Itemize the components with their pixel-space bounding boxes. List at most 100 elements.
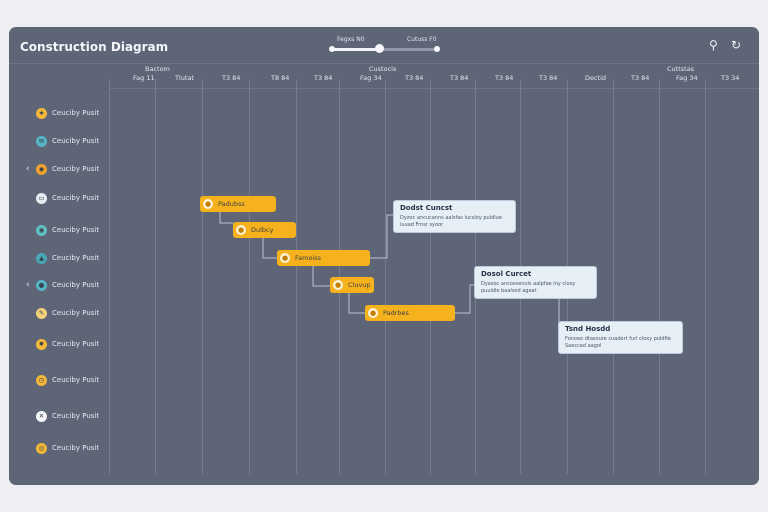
- dependency-link: [262, 238, 277, 259]
- row-label-text: Ceuciby Pusit: [52, 165, 100, 173]
- task-bar-label: Famoiss: [295, 254, 322, 262]
- row-label[interactable]: ✹ Ceuciby Pusit: [9, 338, 109, 354]
- timeline-column-label: T3 34: [721, 74, 740, 82]
- timeline-column-label: Tlutat: [175, 74, 194, 82]
- timeline-column-label: T3 84: [222, 74, 241, 82]
- timeline-column-label: Fag 11: [133, 74, 155, 82]
- gridline: [385, 79, 386, 474]
- row-label-text: Ceuciby Pusit: [52, 412, 100, 420]
- header-divider: [109, 88, 759, 89]
- timeline-column-label: T3 84: [314, 74, 333, 82]
- row-label[interactable]: ◉ Ceuciby Pusit: [9, 224, 109, 240]
- gridline: [202, 79, 203, 474]
- row-label-text: Ceuciby Pusit: [52, 340, 100, 348]
- task-bar[interactable]: ● Cluvup: [330, 277, 374, 293]
- pin-icon[interactable]: ⚲: [709, 38, 718, 52]
- app-window: Construction Diagram Fegxs N0 Cutuss F0 …: [9, 27, 759, 485]
- row-label[interactable]: ‹ ◆ Ceuciby Pusit: [9, 163, 109, 179]
- task-icon: ●: [236, 225, 246, 235]
- zoom-max-label: Cutuss F0: [407, 36, 437, 43]
- zoom-slider[interactable]: [332, 48, 437, 51]
- refresh-icon[interactable]: ↻: [731, 38, 742, 52]
- row-label[interactable]: ‹ ● Ceuciby Pusit: [9, 279, 109, 295]
- note-title: Dodst Cuncst: [400, 204, 453, 212]
- tool-icon: ✎: [36, 308, 47, 319]
- task-icon: ●: [280, 253, 290, 263]
- zoom-slider-handle[interactable]: [374, 44, 384, 53]
- dependency-link: [312, 266, 330, 287]
- row-label[interactable]: ▭ Ceuciby Pusit: [9, 192, 109, 208]
- gridline: [705, 79, 706, 474]
- chevron-left-icon[interactable]: ‹: [26, 280, 30, 290]
- task-bar-label: Dulbcy: [251, 226, 274, 234]
- app-title: Construction Diagram: [20, 40, 169, 54]
- note-card[interactable]: Tsnd Hosdd Fonoeo dtasoure cuadert furl …: [558, 321, 683, 354]
- task-icon: ●: [368, 308, 378, 318]
- task-bar-label: Padubss: [218, 200, 245, 208]
- timeline-column-label: T3 84: [405, 74, 424, 82]
- note-text: Dyasoc ancossenuls aalpfae iny cloxy puu…: [481, 281, 576, 294]
- row-label[interactable]: ✎Ceuciby Pusit: [9, 307, 109, 323]
- circle-icon: ●: [36, 280, 47, 291]
- task-bar[interactable]: ●Padrbes: [365, 305, 455, 321]
- task-icon: ●: [203, 199, 213, 209]
- gridline: [109, 79, 110, 474]
- dependency-link: [455, 284, 474, 314]
- row-label-text: Ceuciby Pusit: [52, 109, 100, 117]
- zoom-slider-end[interactable]: [434, 46, 440, 52]
- gridline: [430, 79, 431, 474]
- note-card[interactable]: Dosol Curcet Dyasoc ancossenuls aalpfae …: [474, 266, 597, 299]
- row-label[interactable]: ✉ Ceuciby Pusit: [9, 135, 109, 151]
- chevron-left-icon[interactable]: ‹: [26, 164, 30, 174]
- note-title: Tsnd Hosdd: [565, 325, 611, 333]
- timeline-column-label: T8 84: [271, 74, 290, 82]
- mail-icon: ✉: [36, 136, 47, 147]
- gridline: [296, 79, 297, 474]
- person-icon: ✕: [36, 411, 47, 422]
- toolbar-divider: [9, 63, 759, 64]
- timeline-group-label: Bactom: [145, 65, 170, 73]
- row-label[interactable]: ✕ Ceuciby Pusit: [9, 410, 109, 426]
- timeline-column-label: T3 84: [631, 74, 650, 82]
- gridline: [155, 79, 156, 474]
- monitor-icon: ▭: [36, 193, 47, 204]
- box-icon: ◆: [36, 164, 47, 175]
- row-label[interactable]: ★ Ceuciby Pusit: [9, 107, 109, 123]
- task-bar[interactable]: ● Famoiss: [277, 250, 370, 266]
- dependency-links: [219, 207, 564, 334]
- zoom-min-label: Fegxs N0: [337, 36, 365, 43]
- timeline-column-label: T3 84: [539, 74, 558, 82]
- star-icon: ★: [36, 108, 47, 119]
- row-label[interactable]: ◎Ceuciby Pusit: [9, 442, 109, 458]
- task-bar[interactable]: ● Padubss: [200, 196, 276, 212]
- note-text: Dyzoc ancucanns aalsfas lucsloy puldlue …: [400, 215, 502, 228]
- row-label[interactable]: ▲ Ceuciby Pusit: [9, 252, 109, 268]
- task-bar-label: Cluvup: [348, 281, 371, 289]
- task-icon: ●: [333, 280, 343, 290]
- timeline-column-label: Fag 34: [360, 74, 382, 82]
- timeline-group-label: Custocis: [369, 65, 397, 73]
- row-label-text: Ceuciby Pusit: [52, 281, 100, 289]
- zoom-slider-start[interactable]: [329, 46, 335, 52]
- row-label[interactable]: ◷Ceuciby Pusit: [9, 374, 109, 390]
- timeline-group-label: Cuttstas: [667, 65, 695, 73]
- row-label-text: Ceuciby Pusit: [52, 254, 100, 262]
- chart-icon: ▲: [36, 253, 47, 264]
- dependency-link: [219, 207, 233, 224]
- timeline-column-label: T3 84: [495, 74, 514, 82]
- note-text: Fonoeo dtasoure cuadert furl cloxy puldf…: [565, 336, 671, 349]
- flag-icon: ◎: [36, 443, 47, 454]
- task-bar[interactable]: ● Dulbcy: [233, 222, 296, 238]
- globe-icon: ◉: [36, 225, 47, 236]
- gridline: [249, 79, 250, 474]
- timeline-column-label: Fag 34: [676, 74, 698, 82]
- row-label-text: Ceuciby Pusit: [52, 226, 100, 234]
- gridline: [339, 79, 340, 474]
- clock-icon: ◷: [36, 375, 47, 386]
- timeline-column-label: T3 84: [450, 74, 469, 82]
- row-label-text: Ceuciby Pusit: [52, 137, 100, 145]
- sun-icon: ✹: [36, 339, 47, 350]
- zoom-slider-fill: [332, 48, 380, 51]
- note-card[interactable]: Dodst Cuncst Dyzoc ancucanns aalsfas luc…: [393, 200, 516, 233]
- row-label-text: Ceuciby Pusit: [52, 194, 100, 202]
